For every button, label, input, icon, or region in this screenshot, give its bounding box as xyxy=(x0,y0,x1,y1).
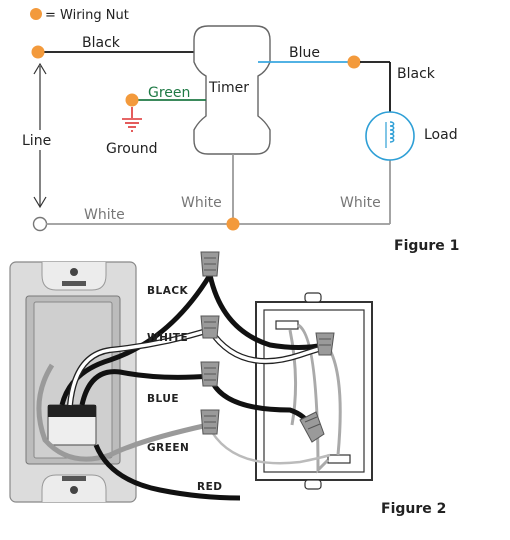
figure1-caption: Figure 1 xyxy=(394,238,459,254)
label-black-right: Black xyxy=(397,66,436,82)
black-wire-to-box xyxy=(207,274,325,350)
ground-wire-to-box xyxy=(206,424,331,465)
label-fig2-black: BLACK xyxy=(147,285,189,297)
label-line: Line xyxy=(22,133,51,149)
label-fig2-red: RED xyxy=(197,481,222,493)
label-green: Green xyxy=(148,85,190,101)
label-fig2-blue: BLUE xyxy=(147,393,179,405)
label-white-left: White xyxy=(84,207,125,223)
legend-label: = Wiring Nut xyxy=(45,8,129,23)
electrical-box xyxy=(255,292,373,490)
wire-nut-green-icon xyxy=(200,409,220,435)
wiring-nut-green-icon xyxy=(125,93,139,107)
timer-device xyxy=(193,25,271,155)
wiring-nut-black-line-icon xyxy=(31,45,45,59)
label-fig2-green: GREEN xyxy=(147,442,189,454)
label-load: Load xyxy=(424,127,458,143)
label-timer: Timer xyxy=(208,80,249,96)
figure2-caption: Figure 2 xyxy=(381,501,446,517)
label-black-top: Black xyxy=(82,35,121,51)
load-bulb-icon xyxy=(365,111,415,161)
line-label-bg xyxy=(18,130,58,150)
label-fig2-white: WHITE xyxy=(147,332,188,344)
green-wire-fig2 xyxy=(36,363,209,462)
label-white-mid: White xyxy=(181,195,222,211)
blue-wire-fig2 xyxy=(79,369,211,406)
wire-nut-box-bottom-icon xyxy=(299,411,325,443)
white-wire-to-box xyxy=(208,329,327,363)
wire-nut-black-icon xyxy=(200,251,220,277)
wiring-nut-blue-icon xyxy=(347,55,361,69)
neutral-terminal-icon xyxy=(32,216,48,232)
white-wire-fig2 xyxy=(68,328,211,406)
wire-nut-blue-icon xyxy=(200,361,220,387)
wire-nut-white-icon xyxy=(200,315,220,339)
label-blue: Blue xyxy=(289,45,320,61)
label-white-right: White xyxy=(340,195,381,211)
legend-wiring-nut-icon xyxy=(30,8,42,20)
wire-nut-box-top-icon xyxy=(315,332,335,356)
label-ground: Ground xyxy=(106,141,158,157)
wiring-nut-white-icon xyxy=(226,217,240,231)
red-wire-fig2 xyxy=(93,444,241,501)
ground-symbol-icon xyxy=(122,107,142,132)
